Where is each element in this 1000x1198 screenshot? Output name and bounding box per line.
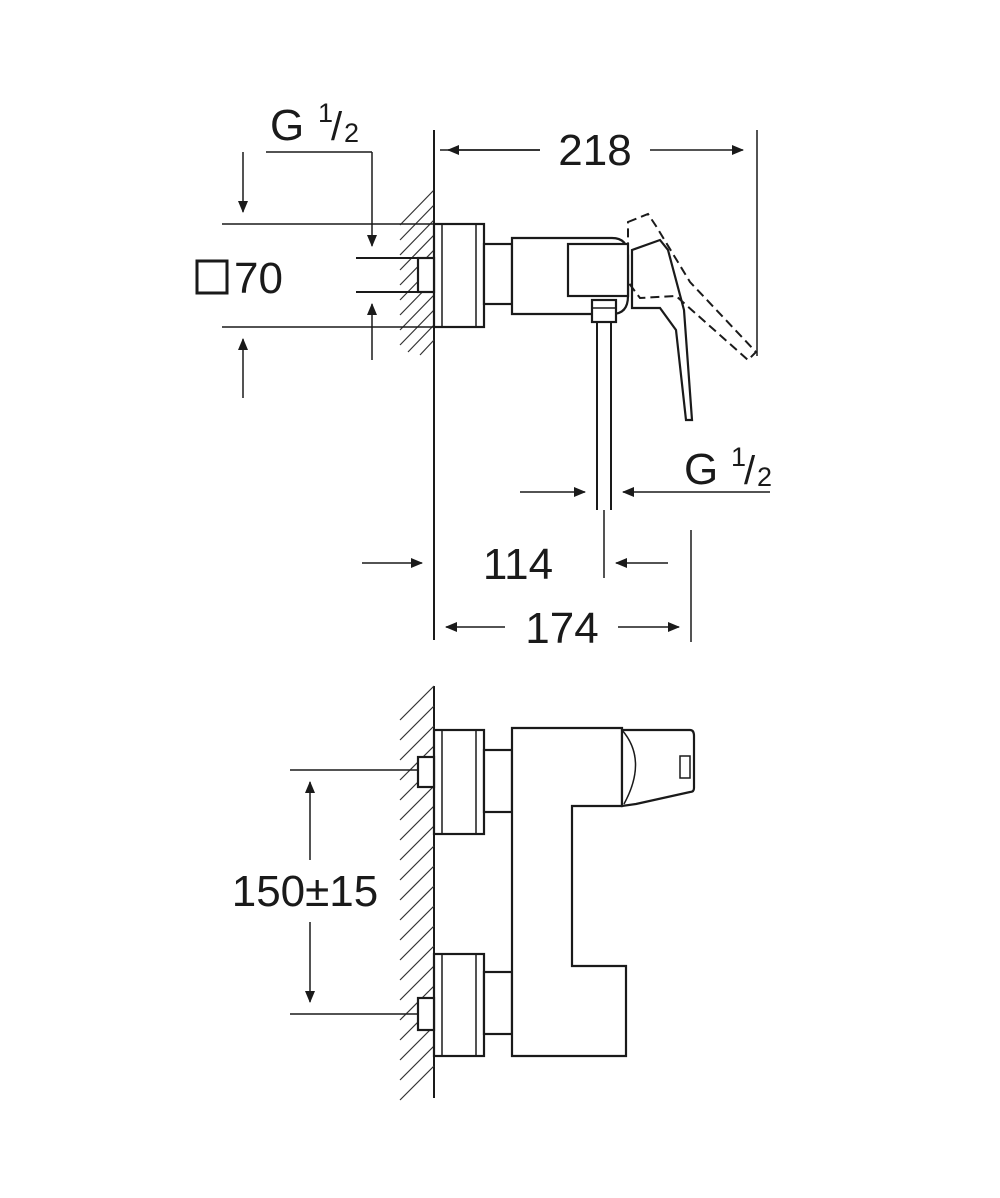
inlet-thread-label: G [270,101,304,150]
inlet-thread-numerator: 1 [318,98,333,128]
wall-connector [416,256,436,294]
inlet-thread-slash: / [331,105,343,149]
lever-indicator [679,755,691,779]
square-symbol-icon [195,259,229,295]
upper-connector [416,755,436,789]
dim-center-to-wall: 114 [483,540,553,589]
lower-connector [416,996,436,1032]
connector-neck [482,242,514,306]
dim-depth: 174 [525,604,598,653]
dim-square-size: 70 [234,254,283,303]
inlet-thread-denominator: 2 [344,118,359,148]
lever-handle [630,238,694,422]
lever-open-position [627,212,758,362]
wall-hatch-lower [399,685,435,1101]
outlet-thread-slash: / [744,449,756,493]
upper-neck [482,748,514,814]
side-view: 218 G 1 / 2 70 G 1 / 2 114 174 [195,98,772,653]
front-view: 150±15 [232,685,696,1101]
cartridge-cap [566,242,630,298]
dim-inlet-spacing: 150±15 [232,867,379,916]
outlet-nipple [590,298,618,324]
outlet-thread-numerator: 1 [731,442,746,472]
lower-neck [482,970,514,1036]
outlet-thread-denominator: 2 [757,462,772,492]
mixer-body-front [510,726,628,1058]
dim-overall-width: 218 [558,126,631,175]
lever-front [620,728,696,808]
outlet-thread-label: G [684,445,718,494]
